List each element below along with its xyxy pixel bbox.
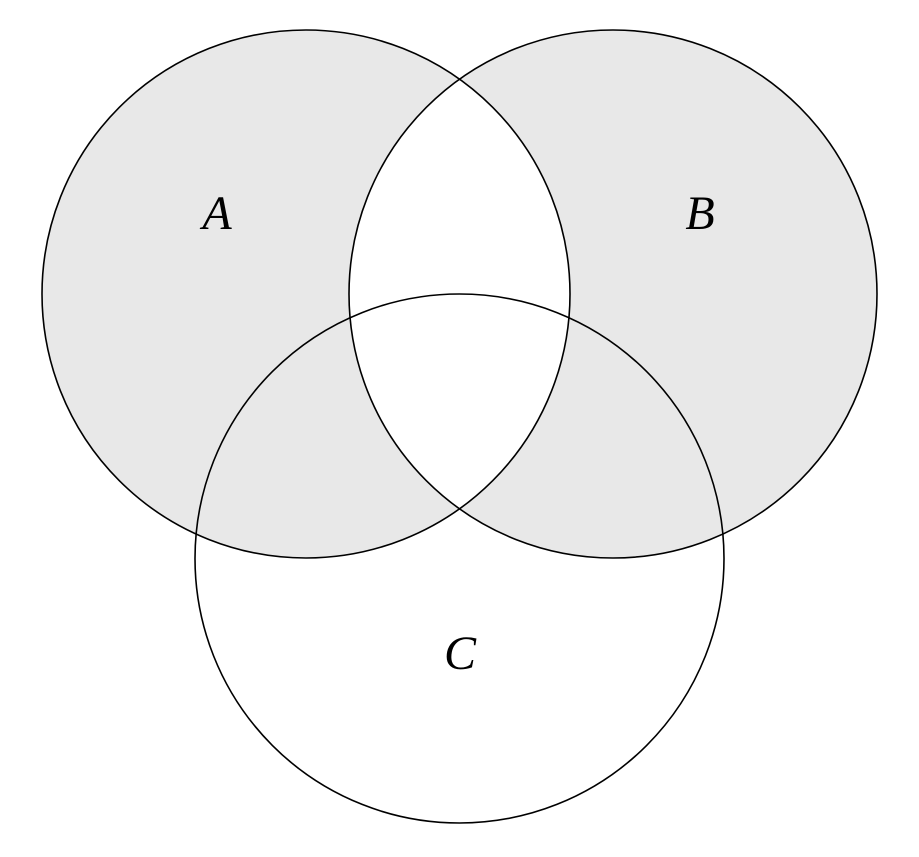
set-label-c: C [444,627,477,680]
set-label-b: B [685,187,714,240]
circle-b-outline [348,29,878,559]
lens-ab-white-fill [349,30,570,558]
set-label-a: A [199,187,232,240]
circle-c-outline [194,293,725,824]
circle-a-outline [41,29,571,559]
